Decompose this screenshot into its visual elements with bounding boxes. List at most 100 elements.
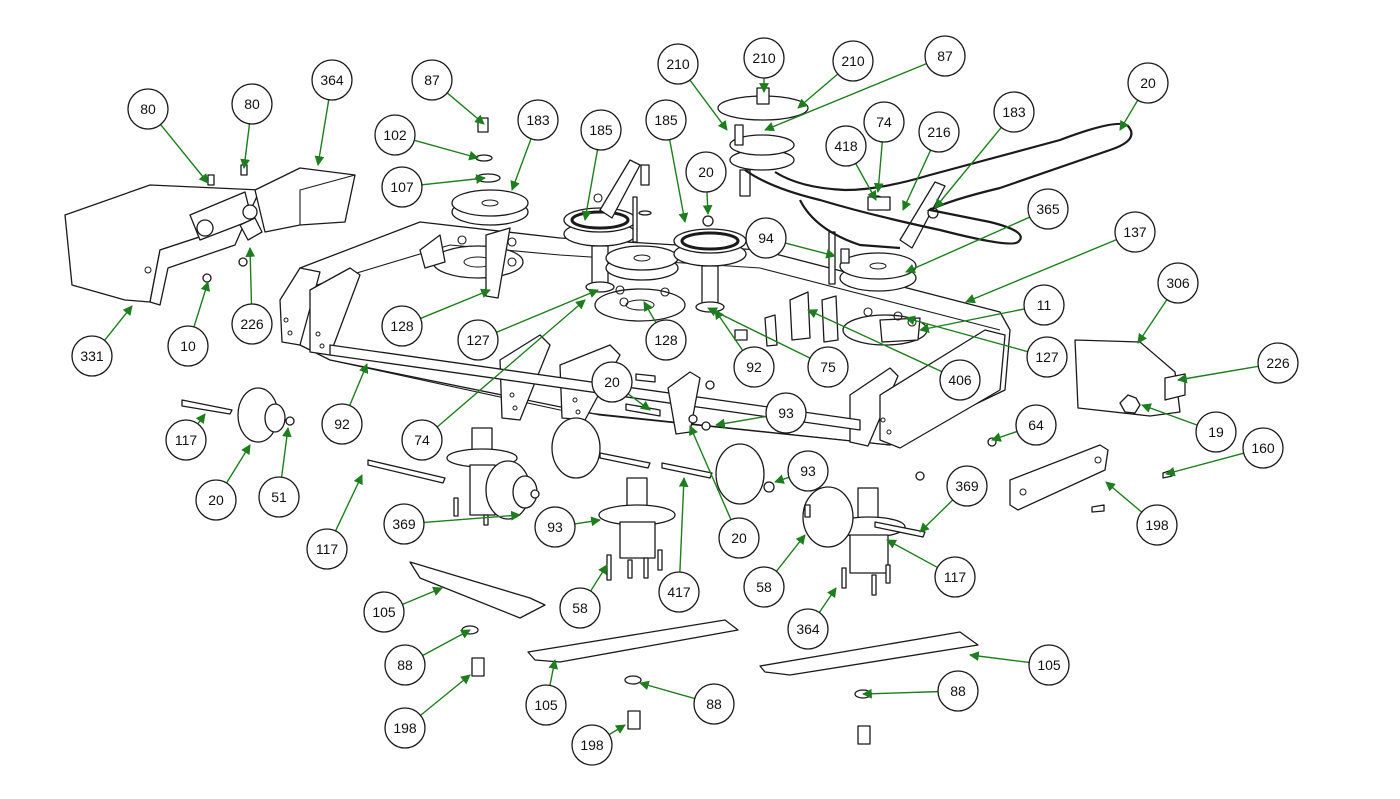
leader-line-88 bbox=[639, 680, 695, 700]
callout-128: 128 bbox=[645, 319, 687, 361]
leader-line-369 bbox=[423, 510, 521, 524]
callout-label: 87 bbox=[424, 72, 440, 88]
leader-line-93 bbox=[574, 516, 601, 527]
callout-20: 20 bbox=[195, 479, 237, 521]
callout-circle bbox=[306, 528, 348, 570]
callout-circle bbox=[658, 571, 700, 613]
leader-line-20 bbox=[225, 444, 251, 484]
callout-label: 418 bbox=[834, 138, 858, 154]
callout-label: 74 bbox=[876, 114, 892, 130]
callout-226: 226 bbox=[1257, 342, 1299, 384]
callout-circle bbox=[127, 88, 169, 130]
callout-20: 20 bbox=[685, 151, 727, 193]
callout-circle bbox=[825, 125, 867, 167]
callout-circle bbox=[733, 346, 775, 388]
leader-line-105 bbox=[969, 651, 1030, 664]
callout-88: 88 bbox=[937, 670, 979, 712]
callout-20: 20 bbox=[1127, 62, 1169, 104]
callout-88: 88 bbox=[693, 683, 735, 725]
callout-circle bbox=[311, 59, 353, 101]
callout-label: 93 bbox=[547, 519, 563, 535]
callout-183: 183 bbox=[517, 99, 559, 141]
leader-line-20 bbox=[1119, 99, 1139, 131]
callout-label: 94 bbox=[758, 230, 774, 246]
leader-line-94 bbox=[785, 242, 836, 259]
callout-label: 210 bbox=[666, 56, 690, 72]
callout-label: 127 bbox=[466, 332, 490, 348]
callout-label: 88 bbox=[397, 657, 413, 673]
callout-label: 11 bbox=[1037, 297, 1052, 313]
callout-92: 92 bbox=[321, 403, 363, 445]
leader-line-74 bbox=[436, 299, 586, 428]
leader-line-58 bbox=[775, 534, 806, 572]
callout-label: 74 bbox=[414, 432, 430, 448]
baffle-plate bbox=[1009, 444, 1109, 513]
callout-label: 102 bbox=[383, 127, 407, 143]
callout-circle bbox=[534, 506, 576, 548]
leader-line-364 bbox=[818, 587, 837, 613]
callout-circle bbox=[946, 465, 988, 507]
callout-93: 93 bbox=[787, 450, 829, 492]
callout-circle bbox=[374, 114, 416, 156]
callout-label: 88 bbox=[706, 696, 722, 712]
callout-circle bbox=[525, 684, 567, 726]
callout-circle bbox=[745, 217, 787, 259]
callout-64: 64 bbox=[1015, 404, 1057, 446]
leader-line-128 bbox=[420, 288, 491, 320]
callout-label: 306 bbox=[1166, 275, 1190, 291]
callout-102: 102 bbox=[374, 114, 416, 156]
leader-line-58 bbox=[590, 564, 608, 592]
callout-137: 137 bbox=[1114, 211, 1156, 253]
leader-line-87 bbox=[446, 92, 485, 125]
callout-circle bbox=[231, 83, 273, 125]
leader-line-369 bbox=[919, 499, 954, 533]
leader-line-216 bbox=[902, 149, 932, 211]
callout-92: 92 bbox=[733, 346, 775, 388]
callout-183: 183 bbox=[993, 91, 1035, 133]
leader-line-92 bbox=[714, 309, 744, 351]
leader-line-20 bbox=[689, 425, 732, 520]
callout-circle bbox=[645, 319, 687, 361]
callout-88: 88 bbox=[384, 644, 426, 686]
callout-58: 58 bbox=[559, 587, 601, 629]
leader-line-306 bbox=[1137, 299, 1168, 344]
callout-label: 226 bbox=[240, 316, 264, 332]
leader-line-198 bbox=[608, 724, 626, 736]
callout-117: 117 bbox=[306, 528, 348, 570]
callout-198: 198 bbox=[571, 724, 613, 766]
leader-line-117 bbox=[195, 413, 206, 425]
callout-circle bbox=[363, 591, 405, 633]
callout-label: 216 bbox=[927, 124, 951, 140]
leader-line-364 bbox=[314, 99, 330, 166]
leader-line-107 bbox=[421, 174, 486, 186]
callout-circle bbox=[231, 303, 273, 345]
leader-line-418 bbox=[855, 163, 877, 201]
callout-label: 92 bbox=[334, 416, 350, 432]
callout-107: 107 bbox=[381, 166, 423, 208]
callout-label: 365 bbox=[1036, 201, 1060, 217]
callout-label: 58 bbox=[756, 579, 772, 595]
leader-line-92 bbox=[349, 363, 369, 406]
callout-58: 58 bbox=[743, 566, 785, 608]
callout-185: 185 bbox=[580, 109, 622, 151]
callout-circle bbox=[381, 305, 423, 347]
callout-331: 331 bbox=[71, 335, 113, 377]
leader-lines bbox=[103, 62, 1259, 736]
callout-94: 94 bbox=[745, 217, 787, 259]
callout-circle bbox=[517, 99, 559, 141]
callout-label: 107 bbox=[390, 179, 414, 195]
discharge-chute bbox=[64, 164, 356, 306]
callout-circle bbox=[195, 479, 237, 521]
callout-label: 198 bbox=[393, 720, 417, 736]
callout-80: 80 bbox=[231, 83, 273, 125]
callout-circle bbox=[1027, 188, 1069, 230]
callout-93: 93 bbox=[534, 506, 576, 548]
blades bbox=[409, 561, 979, 745]
callout-circle bbox=[258, 476, 300, 518]
callout-label: 10 bbox=[180, 338, 196, 354]
callout-label: 198 bbox=[1145, 517, 1169, 533]
callout-label: 226 bbox=[1266, 355, 1290, 371]
callout-circle bbox=[1015, 404, 1057, 446]
callout-label: 160 bbox=[1251, 440, 1275, 456]
callout-label: 364 bbox=[320, 72, 344, 88]
